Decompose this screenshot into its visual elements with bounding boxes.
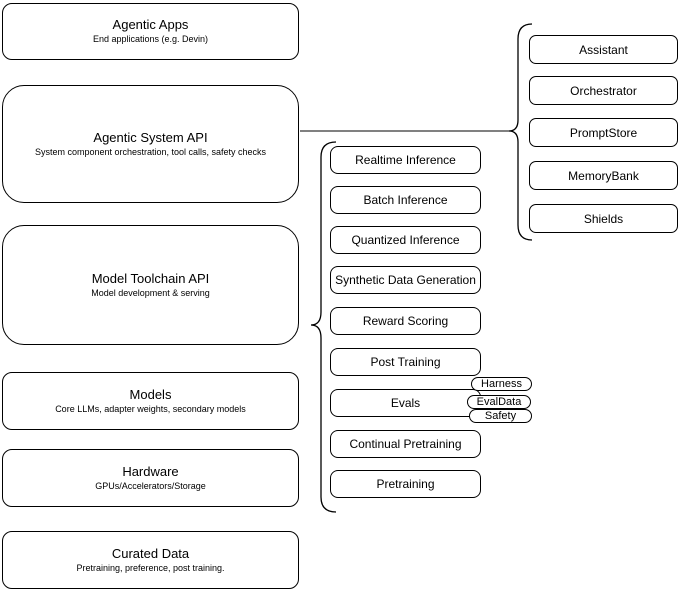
box-realtime-inference: Realtime Inference xyxy=(330,146,481,174)
tag-safety: Safety xyxy=(469,409,532,423)
box-promptstore: PromptStore xyxy=(529,118,678,147)
box-evals: Evals xyxy=(330,389,481,417)
box-subtitle: Model development & serving xyxy=(91,287,210,298)
box-subtitle: End applications (e.g. Devin) xyxy=(92,34,209,44)
tag-harness: Harness xyxy=(471,377,532,391)
box-title: Model Toolchain API xyxy=(91,270,210,286)
box-model-toolchain-api: Model Toolchain API Model development & … xyxy=(2,225,299,345)
box-pretraining: Pretraining xyxy=(330,470,481,498)
box-subtitle: GPUs/Accelerators/Storage xyxy=(95,480,206,491)
box-agentic-system-api: Agentic System API System component orch… xyxy=(2,85,299,203)
box-subtitle: Core LLMs, adapter weights, secondary mo… xyxy=(55,403,246,414)
box-title: Models xyxy=(129,386,172,402)
box-assistant: Assistant xyxy=(529,35,678,64)
box-quantized-inference: Quantized Inference xyxy=(330,226,481,254)
box-title: Agentic System API xyxy=(93,129,208,145)
tag-evaldata: EvalData xyxy=(467,395,531,409)
box-title: Curated Data xyxy=(111,545,190,561)
box-subtitle: Pretraining, preference, post training. xyxy=(76,562,225,573)
box-agentic-apps: Agentic Apps End applications (e.g. Devi… xyxy=(2,3,299,60)
box-shields: Shields xyxy=(529,204,678,233)
box-continual-pretraining: Continual Pretraining xyxy=(330,430,481,458)
box-post-training: Post Training xyxy=(330,348,481,376)
box-memorybank: MemoryBank xyxy=(529,161,678,190)
box-synthetic-data-generation: Synthetic Data Generation xyxy=(330,266,481,294)
box-subtitle: System component orchestration, tool cal… xyxy=(34,146,267,157)
box-models: Models Core LLMs, adapter weights, secon… xyxy=(2,372,299,430)
box-hardware: Hardware GPUs/Accelerators/Storage xyxy=(2,449,299,507)
box-title: Agentic Apps xyxy=(112,17,189,32)
box-curated-data: Curated Data Pretraining, preference, po… xyxy=(2,531,299,589)
box-batch-inference: Batch Inference xyxy=(330,186,481,214)
box-reward-scoring: Reward Scoring xyxy=(330,307,481,335)
box-orchestrator: Orchestrator xyxy=(529,76,678,105)
box-title: Hardware xyxy=(122,463,179,479)
